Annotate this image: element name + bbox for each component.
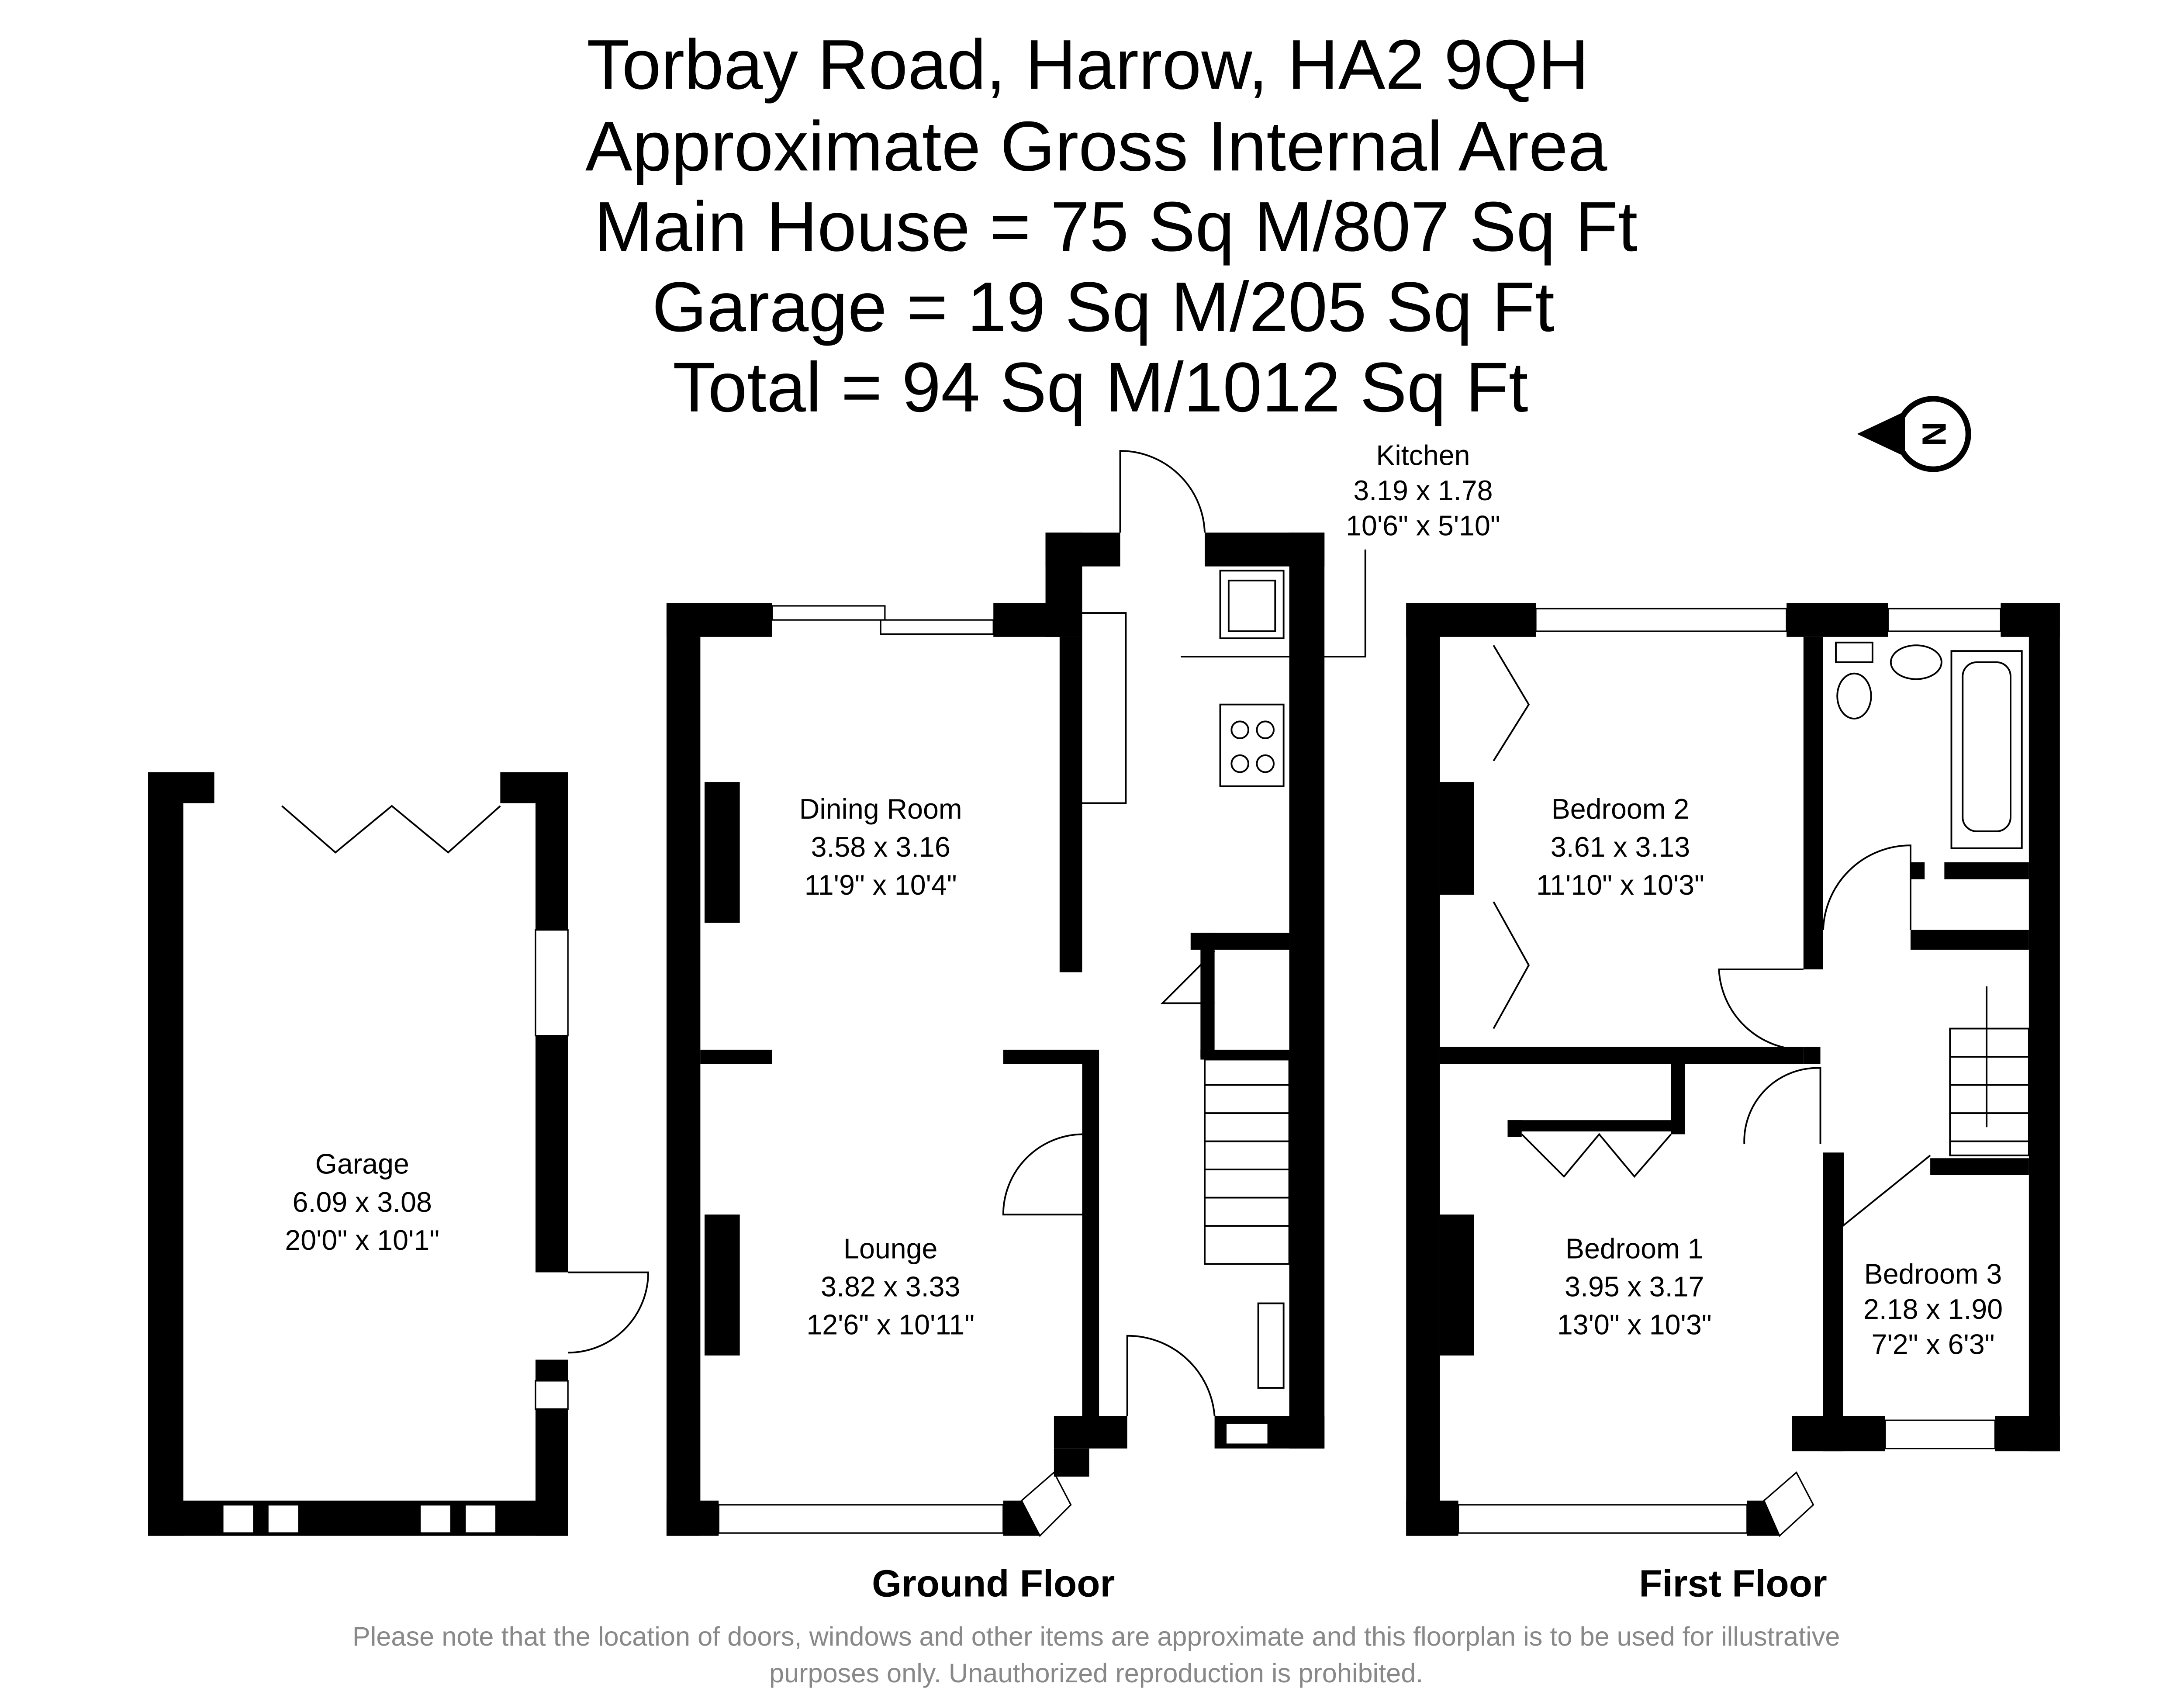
bedroom2-name: Bedroom 2 (1552, 793, 1690, 825)
garage-imperial: 20'0" x 10'1" (285, 1224, 439, 1256)
ground-floor-plan: Dining Room 3.58 x 3.16 11'9" x 10'4" Lo… (666, 439, 1500, 1605)
bedroom3-name: Bedroom 3 (1864, 1258, 2002, 1290)
total-area: Total = 94 Sq M/1012 Sq Ft (673, 348, 1528, 427)
bedroom1-name: Bedroom 1 (1565, 1233, 1704, 1264)
compass-icon: N (1857, 396, 1971, 472)
garage-area: Garage = 19 Sq M/205 Sq Ft (652, 268, 1555, 346)
garage-metric: 6.09 x 3.08 (293, 1186, 432, 1218)
kitchen-imperial: 10'6" x 5'10" (1346, 510, 1500, 542)
bedroom2-metric: 3.61 x 3.13 (1551, 831, 1690, 863)
compass-label: N (1916, 422, 1953, 446)
dining-metric: 3.58 x 3.16 (811, 831, 950, 863)
bedroom1-imperial: 13'0" x 10'3" (1557, 1309, 1712, 1340)
lounge-name: Lounge (843, 1233, 937, 1264)
first-floor-plan: Bedroom 2 3.61 x 3.13 11'10" x 10'3" Bed… (1406, 603, 2060, 1605)
garage-plan: Garage 6.09 x 3.08 20'0" x 10'1" (148, 772, 649, 1536)
ground-floor-label: Ground Floor (872, 1562, 1115, 1605)
dining-imperial: 11'9" x 10'4" (805, 869, 957, 901)
bedroom1-metric: 3.95 x 3.17 (1565, 1271, 1704, 1302)
header: Torbay Road, Harrow, HA2 9QH Approximate… (585, 25, 1638, 427)
address-title: Torbay Road, Harrow, HA2 9QH (587, 25, 1589, 104)
dining-name: Dining Room (799, 793, 962, 825)
area-subtitle: Approximate Gross Internal Area (585, 107, 1607, 186)
first-floor-label: First Floor (1639, 1562, 1827, 1605)
bedroom2-imperial: 11'10" x 10'3" (1536, 869, 1704, 901)
bedroom3-imperial: 7'2" x 6'3" (1872, 1329, 1995, 1360)
lounge-imperial: 12'6" x 10'11" (806, 1309, 975, 1340)
main-house-area: Main House = 75 Sq M/807 Sq Ft (594, 187, 1638, 266)
disclaimer-line-1: Please note that the location of doors, … (352, 1622, 1840, 1651)
disclaimer-line-2: purposes only. Unauthorized reproduction… (769, 1658, 1423, 1688)
lounge-metric: 3.82 x 3.33 (821, 1271, 960, 1302)
bedroom3-metric: 2.18 x 1.90 (1863, 1294, 2003, 1325)
disclaimer: Please note that the location of doors, … (352, 1622, 1840, 1688)
kitchen-metric: 3.19 x 1.78 (1353, 475, 1493, 506)
garage-name: Garage (315, 1148, 409, 1180)
kitchen-name: Kitchen (1376, 439, 1470, 471)
